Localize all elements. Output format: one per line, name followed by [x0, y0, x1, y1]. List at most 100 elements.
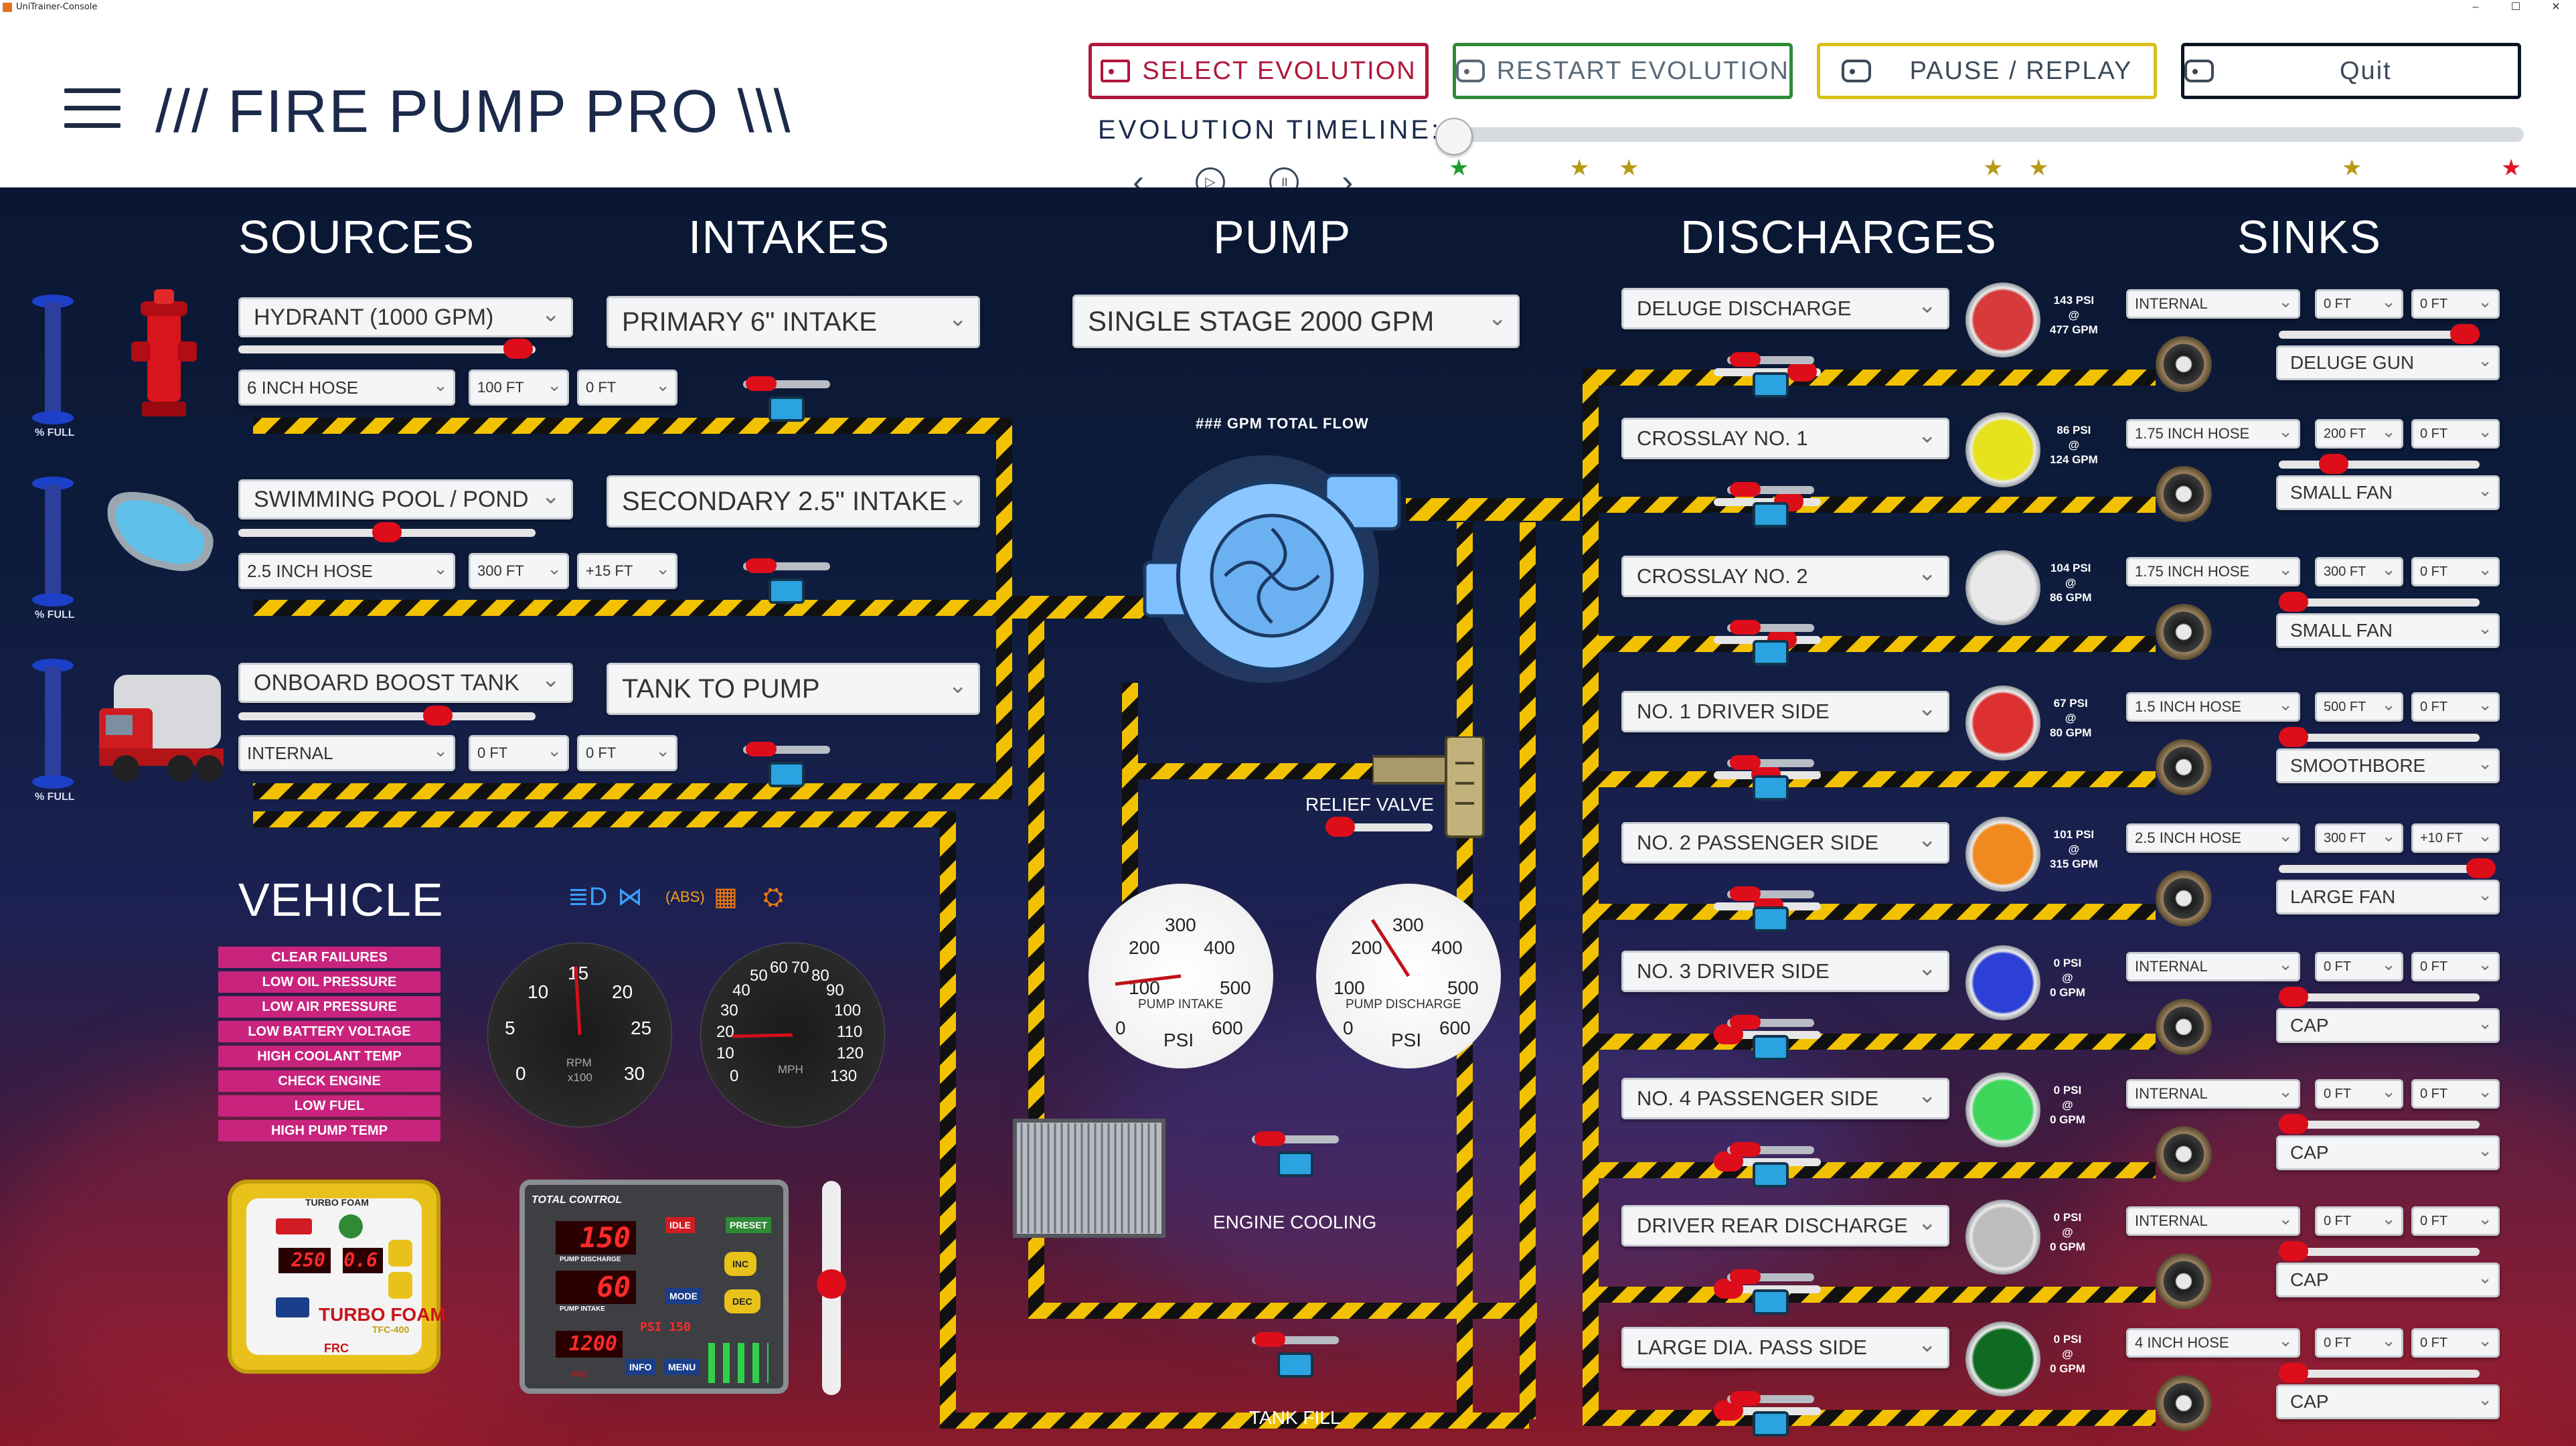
- menu-button[interactable]: MENU: [664, 1359, 700, 1375]
- discharge-valve-4[interactable]: [1727, 755, 1814, 809]
- sink-length-select-2[interactable]: 200 FT: [2315, 419, 2403, 449]
- tank-fill-valve[interactable]: [1252, 1332, 1339, 1386]
- restart-evolution-button[interactable]: RESTART EVOLUTION: [1453, 43, 1793, 99]
- sink-hose-select-2[interactable]: 1.75 INCH HOSE: [2126, 419, 2300, 449]
- fault-button-check-engine[interactable]: CHECK ENGINE: [218, 1070, 440, 1092]
- select-evolution-button[interactable]: SELECT EVOLUTION: [1089, 43, 1429, 99]
- source-2-length-select[interactable]: 300 FT: [469, 553, 569, 589]
- source-select-3[interactable]: ONBOARD BOOST TANK: [238, 663, 573, 703]
- fault-button-low-air-pressure[interactable]: LOW AIR PRESSURE: [218, 996, 440, 1018]
- menu-icon[interactable]: [64, 88, 120, 129]
- sink-6-slider[interactable]: [2279, 987, 2480, 1007]
- discharge-select-2[interactable]: CROSSLAY NO. 1: [1621, 418, 1949, 459]
- source-3-hose-select[interactable]: INTERNAL: [238, 735, 455, 771]
- sink-elevation-select-3[interactable]: 0 FT: [2411, 557, 2500, 586]
- source-2-elevation-select[interactable]: +15 FT: [577, 553, 677, 589]
- intake-valve-2[interactable]: [743, 558, 830, 612]
- discharge-select-7[interactable]: NO. 4 PASSENGER SIDE: [1621, 1078, 1949, 1119]
- sink-9-slider[interactable]: [2279, 1363, 2480, 1383]
- discharge-valve-8[interactable]: [1727, 1269, 1814, 1323]
- discharge-select-8[interactable]: DRIVER REAR DISCHARGE: [1621, 1205, 1949, 1247]
- throttle-slider[interactable]: [817, 1181, 846, 1395]
- fault-button-high-coolant-temp[interactable]: HIGH COOLANT TEMP: [218, 1046, 440, 1067]
- nozzle-select-3[interactable]: SMALL FAN: [2276, 613, 2500, 648]
- sink-length-select-6[interactable]: 0 FT: [2315, 952, 2403, 981]
- nozzle-select-9[interactable]: CAP: [2276, 1384, 2500, 1419]
- sink-length-select-5[interactable]: 300 FT: [2315, 823, 2403, 853]
- source-2-hose-select[interactable]: 2.5 INCH HOSE: [238, 553, 455, 589]
- timeline-star-icon[interactable]: ★: [2501, 155, 2522, 181]
- discharge-valve-9[interactable]: [1727, 1391, 1814, 1445]
- close-window-button[interactable]: ✕: [2551, 1, 2561, 13]
- sink-3-slider[interactable]: [2279, 592, 2480, 612]
- timeline-star-icon[interactable]: ★: [1983, 155, 2004, 181]
- discharge-select-5[interactable]: NO. 2 PASSENGER SIDE: [1621, 822, 1949, 864]
- nozzle-select-2[interactable]: SMALL FAN: [2276, 475, 2500, 510]
- sink-length-select-4[interactable]: 500 FT: [2315, 692, 2403, 722]
- foam-dec-button[interactable]: [388, 1272, 412, 1299]
- sink-1-slider[interactable]: [2279, 324, 2480, 344]
- quit-button[interactable]: Quit: [2181, 43, 2521, 99]
- source-1-length-select[interactable]: 100 FT: [469, 370, 569, 406]
- fault-button-low-oil-pressure[interactable]: LOW OIL PRESSURE: [218, 971, 440, 993]
- nozzle-select-6[interactable]: CAP: [2276, 1008, 2500, 1043]
- sink-hose-select-4[interactable]: 1.5 INCH HOSE: [2126, 692, 2300, 722]
- foam-flush-button[interactable]: [276, 1297, 309, 1317]
- sink-elevation-select-1[interactable]: 0 FT: [2411, 289, 2500, 319]
- preset-button[interactable]: PRESET: [726, 1217, 772, 1233]
- intake-valve-3[interactable]: [743, 742, 830, 795]
- discharge-valve-3[interactable]: [1727, 620, 1814, 673]
- sink-hose-select-6[interactable]: INTERNAL: [2126, 952, 2300, 981]
- timeline-star-icon[interactable]: ★: [1569, 155, 1590, 181]
- source-1-hose-select[interactable]: 6 INCH HOSE: [238, 370, 455, 406]
- fault-button-low-fuel[interactable]: LOW FUEL: [218, 1095, 440, 1117]
- sink-hose-select-5[interactable]: 2.5 INCH HOSE: [2126, 823, 2300, 853]
- nozzle-select-8[interactable]: CAP: [2276, 1263, 2500, 1297]
- sink-2-slider[interactable]: [2279, 454, 2480, 474]
- sink-elevation-select-7[interactable]: 0 FT: [2411, 1079, 2500, 1109]
- sink-4-slider[interactable]: [2279, 727, 2480, 747]
- intake-valve-1[interactable]: [743, 376, 830, 430]
- minimize-button[interactable]: –: [2472, 1, 2479, 13]
- source-1-elevation-select[interactable]: 0 FT: [577, 370, 677, 406]
- pause-replay-button[interactable]: PAUSE / REPLAY: [1817, 43, 2157, 99]
- fault-button-clear-failures[interactable]: CLEAR FAILURES: [218, 947, 440, 968]
- info-button[interactable]: INFO: [625, 1359, 656, 1375]
- sink-elevation-select-4[interactable]: 0 FT: [2411, 692, 2500, 722]
- sink-elevation-select-9[interactable]: 0 FT: [2411, 1328, 2500, 1358]
- sink-elevation-select-2[interactable]: 0 FT: [2411, 419, 2500, 449]
- sink-hose-select-1[interactable]: INTERNAL: [2126, 289, 2300, 319]
- sink-hose-select-7[interactable]: INTERNAL: [2126, 1079, 2300, 1109]
- source-3-length-select[interactable]: 0 FT: [469, 735, 569, 771]
- nozzle-select-1[interactable]: DELUGE GUN: [2276, 345, 2500, 380]
- source-select-2[interactable]: SWIMMING POOL / POND: [238, 479, 573, 519]
- sink-hose-select-9[interactable]: 4 INCH HOSE: [2126, 1328, 2300, 1358]
- discharge-valve-2[interactable]: [1727, 482, 1814, 536]
- sink-elevation-select-8[interactable]: 0 FT: [2411, 1206, 2500, 1236]
- discharge-select-4[interactable]: NO. 1 DRIVER SIDE: [1621, 691, 1949, 732]
- idle-button[interactable]: IDLE: [665, 1217, 695, 1233]
- source-1-slider[interactable]: [238, 339, 536, 359]
- source-2-slider[interactable]: [238, 522, 536, 542]
- sink-length-select-1[interactable]: 0 FT: [2315, 289, 2403, 319]
- discharge-select-6[interactable]: NO. 3 DRIVER SIDE: [1621, 951, 1949, 992]
- timeline-handle[interactable]: [1435, 118, 1473, 155]
- relief-valve-icon[interactable]: [1372, 736, 1490, 843]
- sink-8-slider[interactable]: [2279, 1241, 2480, 1261]
- mode-button[interactable]: MODE: [665, 1288, 702, 1304]
- timeline-star-icon[interactable]: ★: [1619, 155, 1639, 181]
- dec-button[interactable]: DEC: [724, 1289, 760, 1313]
- intake-select-2[interactable]: SECONDARY 2.5" INTAKE: [607, 475, 980, 528]
- relief-valve-slider[interactable]: [1325, 817, 1433, 837]
- discharge-valve-7[interactable]: [1727, 1142, 1814, 1196]
- fault-button-low-battery-voltage[interactable]: LOW BATTERY VOLTAGE: [218, 1021, 440, 1042]
- sink-hose-select-3[interactable]: 1.75 INCH HOSE: [2126, 557, 2300, 586]
- sink-length-select-9[interactable]: 0 FT: [2315, 1328, 2403, 1358]
- discharge-valve-1[interactable]: [1727, 352, 1814, 406]
- timeline-star-icon[interactable]: ★: [2342, 155, 2362, 181]
- source-select-1[interactable]: HYDRANT (1000 GPM): [238, 297, 573, 337]
- intake-select-1[interactable]: PRIMARY 6" INTAKE: [607, 296, 980, 348]
- discharge-select-9[interactable]: LARGE DIA. PASS SIDE: [1621, 1327, 1949, 1368]
- foam-on-off-button[interactable]: [276, 1218, 312, 1234]
- nozzle-select-4[interactable]: SMOOTHBORE: [2276, 748, 2500, 783]
